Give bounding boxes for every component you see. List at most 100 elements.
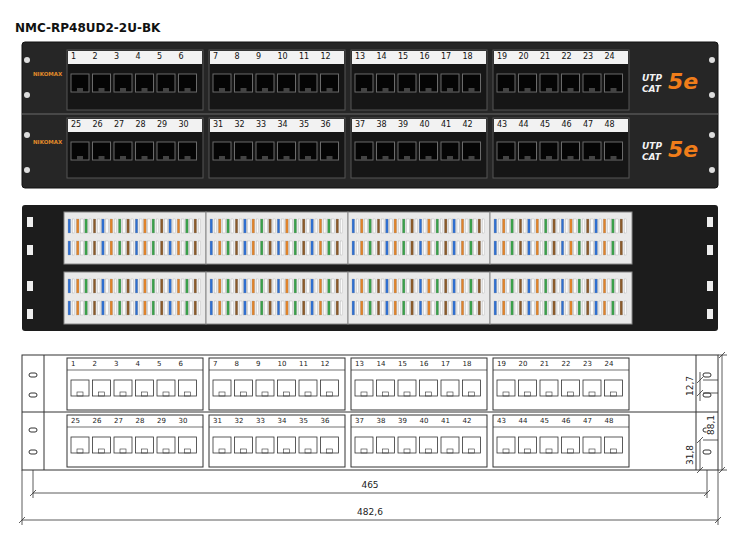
- idc-contact: [386, 241, 389, 255]
- idc-contact: [210, 279, 213, 293]
- drawing-jack: [519, 380, 537, 396]
- idc-contact: [81, 279, 84, 293]
- port-number: 41: [441, 121, 451, 129]
- idc-contact: [93, 219, 96, 233]
- idc-contact: [386, 219, 389, 233]
- port-number: 26: [93, 121, 103, 129]
- drawing-strip: [209, 427, 345, 428]
- drawing-latch: [404, 392, 410, 396]
- idc-contact: [223, 241, 226, 255]
- idc-contact: [519, 219, 522, 233]
- rj45-jack: [179, 74, 197, 92]
- drawing-jack: [71, 380, 89, 396]
- port-number: 24: [605, 53, 615, 61]
- jack-latch: [447, 88, 453, 92]
- drawing-port-number: 25: [71, 418, 80, 425]
- jack-latch: [546, 88, 552, 92]
- idc-contact: [286, 219, 289, 233]
- drawing-jack: [321, 380, 339, 396]
- idc-contact: [97, 279, 100, 293]
- drawing-port-number: 19: [497, 361, 506, 368]
- jack-latch: [327, 88, 333, 92]
- drawing-latch: [426, 449, 432, 453]
- idc-contact: [235, 279, 238, 293]
- idc-contact: [595, 301, 598, 315]
- idc-contact: [110, 219, 113, 233]
- drawing-latch: [383, 449, 389, 453]
- idc-contact: [281, 219, 284, 233]
- port-number: 16: [420, 53, 430, 61]
- idc-contact: [315, 241, 318, 255]
- idc-contact: [190, 241, 193, 255]
- idc-contact: [365, 301, 368, 315]
- idc-contact: [307, 301, 310, 315]
- drawing-port-number: 10: [278, 361, 287, 368]
- idc-contact: [169, 301, 172, 315]
- drawing-jack: [463, 437, 481, 453]
- idc-contact: [127, 301, 130, 315]
- rj45-jack: [278, 142, 296, 160]
- idc-contact: [549, 301, 552, 315]
- idc-contact: [478, 279, 481, 293]
- drawing-latch: [219, 392, 225, 396]
- dimension-line: [722, 355, 723, 470]
- idc-contact: [428, 241, 431, 255]
- label-strip: [352, 51, 486, 64]
- idc-contact: [565, 279, 568, 293]
- idc-contact: [461, 279, 464, 293]
- idc-contact: [290, 279, 293, 293]
- idc-contact: [557, 301, 560, 315]
- port-number: 19: [497, 53, 507, 61]
- idc-contact: [340, 241, 343, 255]
- idc-contact: [252, 301, 255, 315]
- idc-contact: [194, 301, 197, 315]
- idc-contact: [235, 241, 238, 255]
- idc-contact: [302, 241, 305, 255]
- idc-contact: [423, 279, 426, 293]
- idc-contact: [227, 241, 230, 255]
- jack-latch: [120, 156, 126, 160]
- dimension-tick: [697, 390, 703, 396]
- idc-contact: [323, 301, 326, 315]
- idc-contact: [231, 301, 234, 315]
- idc-contact: [586, 301, 589, 315]
- drawing-latch: [120, 392, 126, 396]
- drawing-port-number: 17: [441, 361, 450, 368]
- idc-contact: [502, 241, 505, 255]
- drawing-latch: [404, 449, 410, 453]
- mount-slot: [707, 217, 713, 227]
- drawing-latch: [185, 392, 191, 396]
- rj45-jack: [256, 74, 274, 92]
- idc-contact: [432, 301, 435, 315]
- idc-contact: [118, 301, 121, 315]
- drawing-row-divider: [22, 412, 718, 413]
- idc-contact: [214, 219, 217, 233]
- drawing-port-number: 8: [235, 361, 239, 368]
- idc-contact: [369, 301, 372, 315]
- idc-contact: [123, 241, 126, 255]
- utp-mark: UTP: [642, 74, 662, 83]
- idc-contact: [319, 219, 322, 233]
- idc-contact: [181, 241, 184, 255]
- idc-contact: [277, 219, 280, 233]
- drawing-jack: [441, 380, 459, 396]
- idc-contact: [332, 241, 335, 255]
- idc-contact: [177, 219, 180, 233]
- idc-contact: [360, 279, 363, 293]
- idc-contact: [365, 219, 368, 233]
- idc-contact: [160, 279, 163, 293]
- idc-contact: [453, 279, 456, 293]
- idc-contact: [599, 301, 602, 315]
- port-number: 31: [213, 121, 223, 129]
- rj45-jack: [235, 142, 253, 160]
- jack-latch: [546, 156, 552, 160]
- dimension-tick: [719, 467, 725, 473]
- idc-contact: [578, 219, 581, 233]
- idc-contact: [177, 241, 180, 255]
- idc-contact: [474, 219, 477, 233]
- idc-contact: [570, 301, 573, 315]
- drawing-jack: [235, 437, 253, 453]
- mount-slot: [707, 281, 713, 291]
- idc-contact: [123, 279, 126, 293]
- drawing-jack: [562, 380, 580, 396]
